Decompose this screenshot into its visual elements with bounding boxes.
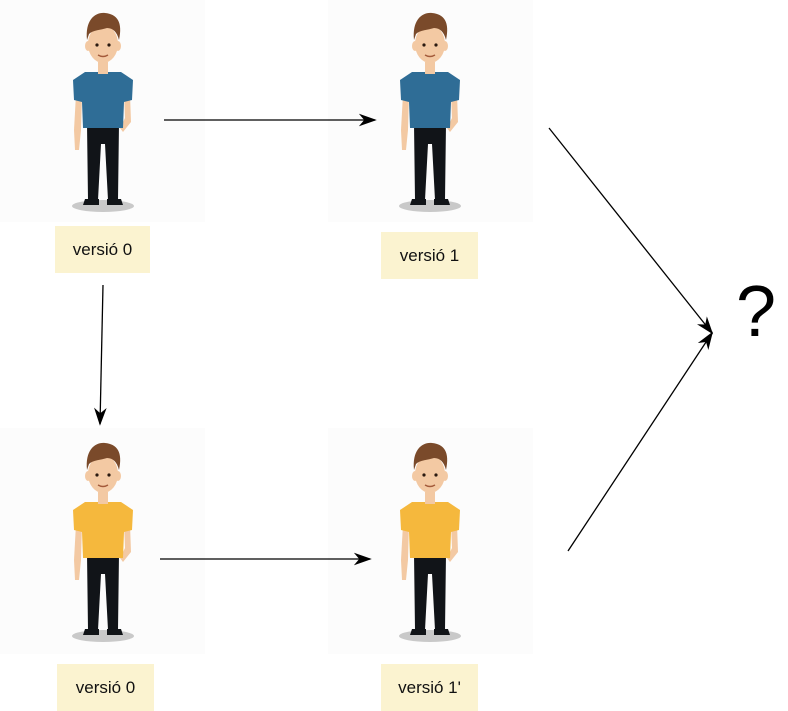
person-figure-icon (398, 10, 462, 216)
node-label-v0-yellow: versió 0 (57, 664, 154, 711)
edge-arrow-v1-to-merge (548, 127, 714, 335)
person-figure-icon (398, 440, 462, 646)
node-label-v1prime-yellow: versió 1' (381, 664, 478, 711)
edge-arrow-v0-to-v0-yellow (94, 284, 107, 426)
person-figure-icon (71, 10, 135, 216)
node-label-v0-blue: versió 0 (55, 226, 150, 273)
person-figure-icon (71, 440, 135, 646)
edge-arrow-v1prime-to-merge (567, 331, 713, 552)
node-label-v1-blue: versió 1 (381, 232, 478, 279)
merge-question-mark: ? (736, 272, 777, 352)
